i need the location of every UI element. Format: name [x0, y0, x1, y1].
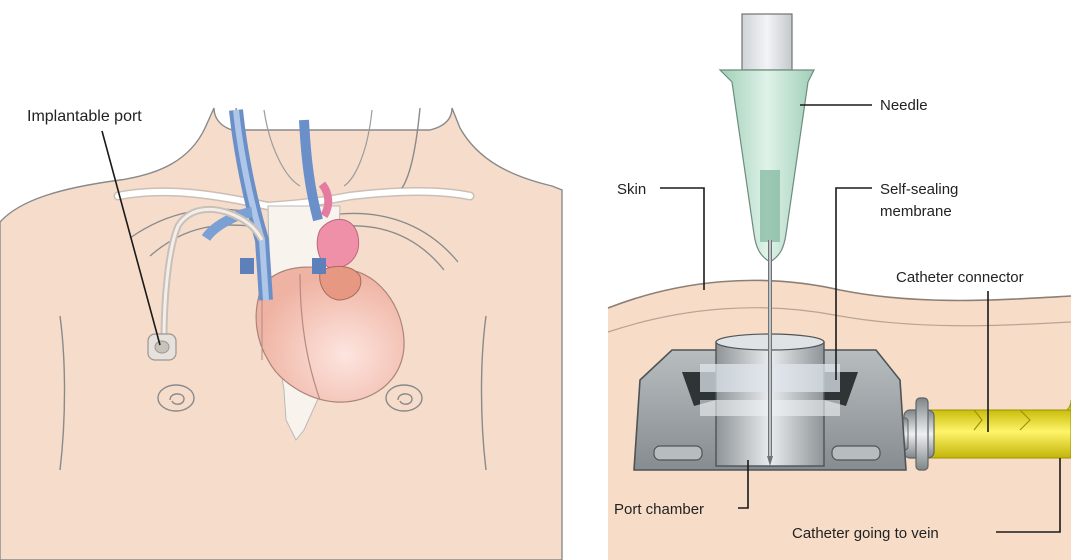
catheter-connector-label: Catheter connector: [896, 269, 1024, 286]
catheter-to-vein-label: Catheter going to vein: [792, 525, 939, 542]
torso-illustration: [0, 108, 562, 560]
implanted-port: [148, 334, 176, 360]
self-sealing-label-line1: Self-sealing: [880, 181, 958, 198]
cross-section: [608, 14, 1071, 560]
self-sealing-label-line2: membrane: [880, 203, 952, 220]
skin-label: Skin: [617, 181, 646, 198]
implantable-port-label: Implantable port: [27, 108, 142, 125]
skin-leader: [660, 188, 704, 290]
needle-label: Needle: [880, 97, 928, 114]
port-chamber-label: Port chamber: [614, 501, 704, 518]
